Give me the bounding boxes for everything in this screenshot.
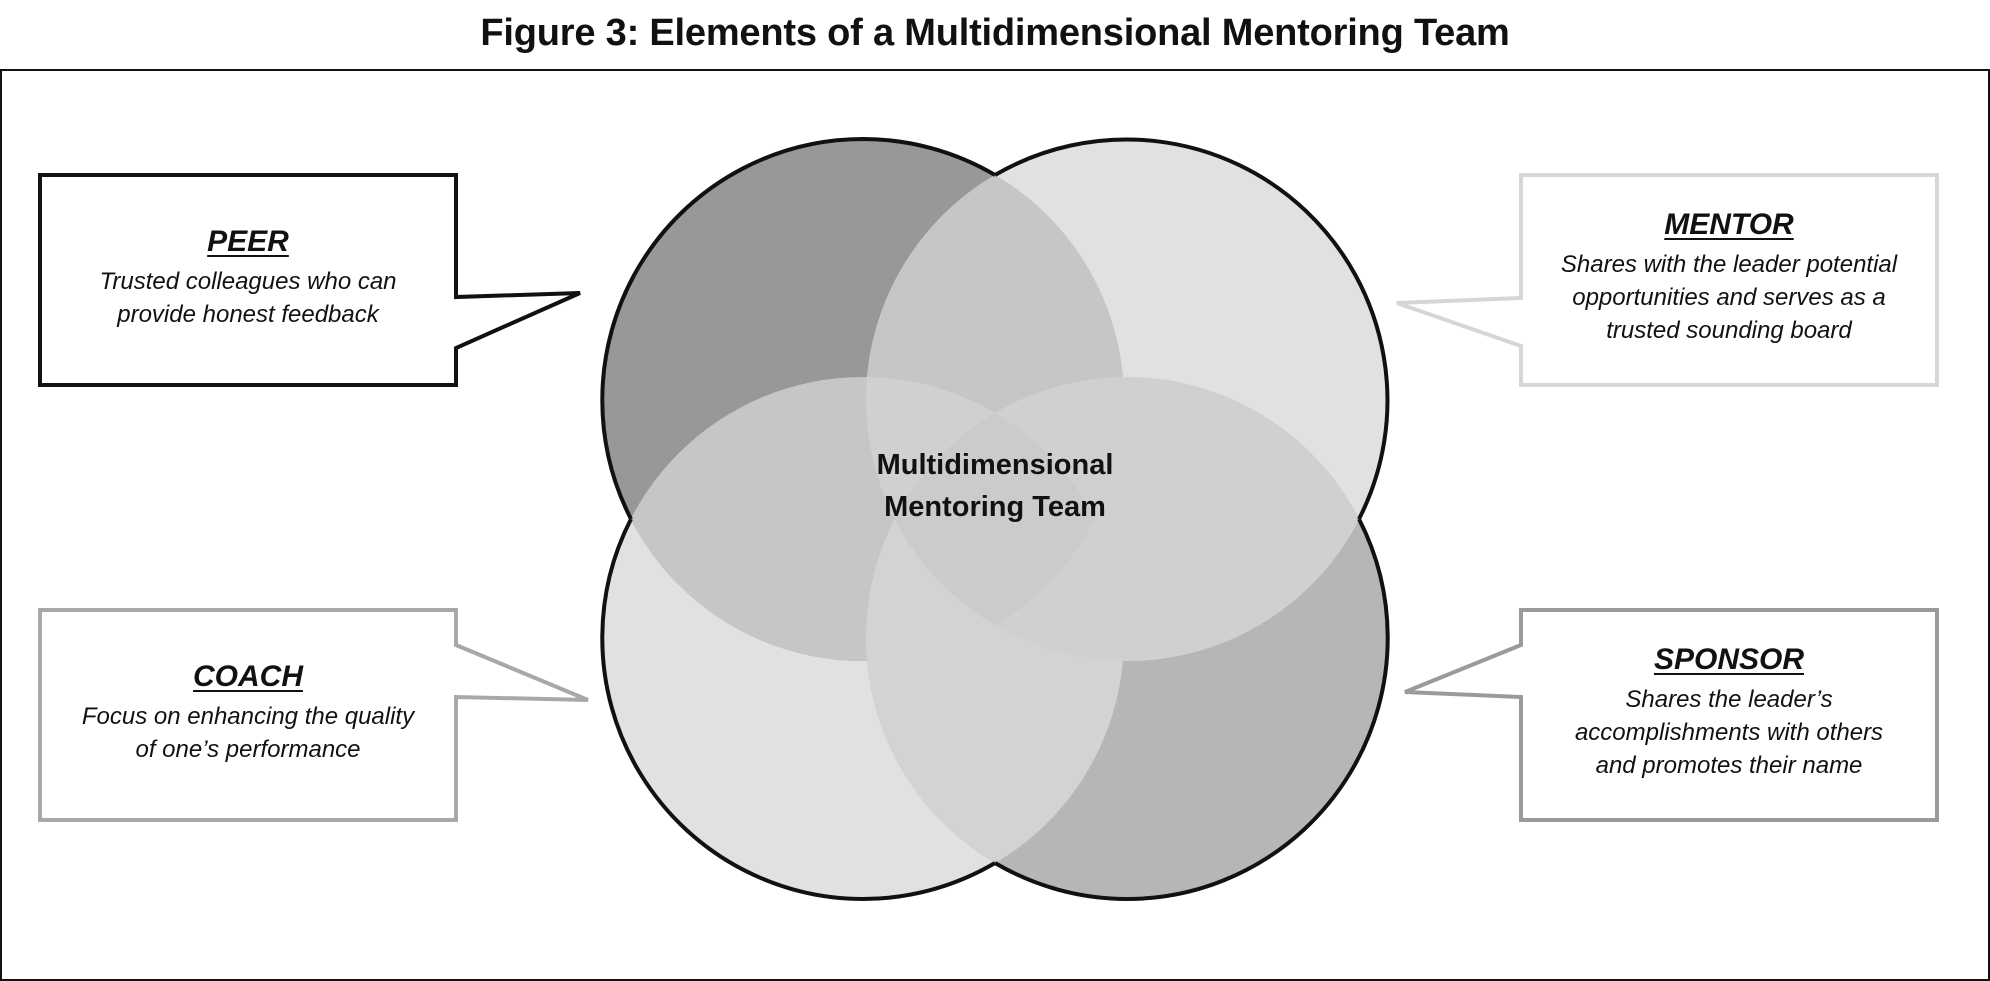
sponsor-desc-line2: accomplishments with others: [1574, 719, 1884, 746]
center-label-line1: Multidimensional: [876, 449, 1114, 481]
peer-callout: PEER Trusted colleagues who can provide …: [44, 225, 452, 331]
sponsor-desc-line3: and promotes their name: [1595, 752, 1863, 779]
center-label-line2: Mentoring Team: [884, 491, 1106, 523]
coach-title: COACH: [193, 660, 303, 693]
sponsor-callout-shape: [1404, 608, 1939, 822]
figure-title: Figure 3: Elements of a Multidimensional…: [480, 12, 1510, 54]
peer-title: PEER: [207, 225, 289, 258]
center-region-group: [866, 377, 1124, 661]
center-label: Multidimensional Mentoring Team: [830, 444, 1160, 528]
mentor-callout-shape: [1396, 173, 1939, 387]
figure-frame: [0, 69, 1990, 981]
mentor-callout: MENTOR Shares with the leader potential …: [1525, 208, 1933, 347]
coach-desc-line2: of one’s performance: [135, 736, 361, 763]
mentor-desc-line2: opportunities and serves as a: [1572, 284, 1886, 311]
mentor-desc-line1: Shares with the leader potential: [1560, 251, 1898, 278]
sponsor-callout: SPONSOR Shares the leader’s accomplishme…: [1525, 643, 1933, 782]
peer-desc-line1: Trusted colleagues who can: [99, 268, 397, 295]
coach-desc-line1: Focus on enhancing the quality: [81, 703, 415, 730]
coach-callout: COACH Focus on enhancing the quality of …: [44, 660, 452, 766]
coach-callout-shape: [38, 608, 589, 822]
outer-outline: [600, 137, 1390, 901]
peer-callout-shape: [38, 173, 581, 387]
sponsor-desc-line1: Shares the leader’s: [1625, 686, 1833, 713]
peer-desc-line2: provide honest feedback: [117, 301, 379, 328]
mentor-desc-line3: trusted sounding board: [1606, 317, 1852, 344]
center-overlap: [866, 377, 1124, 661]
sponsor-title: SPONSOR: [1653, 643, 1805, 676]
mentor-title: MENTOR: [1664, 208, 1794, 241]
